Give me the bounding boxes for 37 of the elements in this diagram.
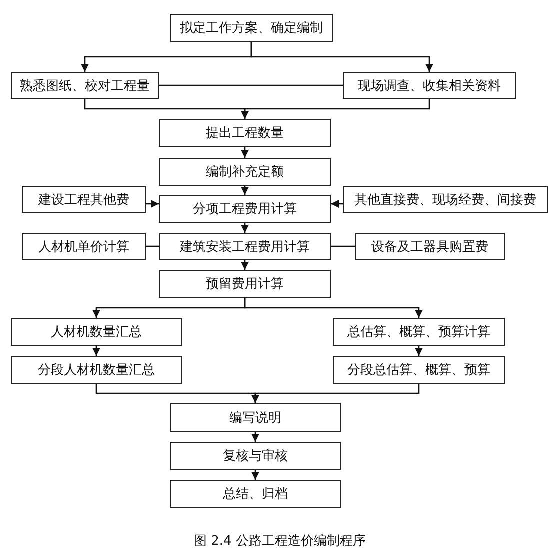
connector-line [159, 84, 343, 86]
arrow [92, 346, 100, 356]
process-box: 其他直接费、现场经费、间接费 [343, 186, 548, 213]
arrow [252, 384, 420, 403]
process-box: 熟悉图纸、校对工程量 [11, 72, 159, 99]
arrow [252, 470, 260, 480]
process-box: 总估算、概算、预算计算 [333, 318, 505, 346]
process-box: 预留费用计算 [159, 270, 331, 298]
arrow [241, 147, 249, 158]
figure-caption: 图 2.4 公路工程造价编制程序 [193, 533, 367, 550]
arrow [241, 186, 249, 195]
arrow [252, 432, 260, 442]
process-box: 分段总估算、概算、预算 [333, 356, 505, 384]
process-box: 建设工程其他费 [22, 186, 146, 213]
process-box: 编制补充定额 [159, 158, 331, 186]
process-box: 分项工程费用计算 [159, 195, 331, 223]
process-box: 提出工程数量 [159, 119, 331, 147]
process-box: 拟定工作方案、确定编制 [170, 14, 333, 42]
connector-line [331, 246, 355, 248]
arrow [244, 298, 423, 318]
process-box: 分段人材机数量汇总 [11, 356, 182, 384]
process-box: 建筑安装工程费用计算 [159, 233, 331, 260]
process-box: 设备及工器具购置费 [355, 233, 505, 260]
arrow [241, 99, 430, 119]
arrow [241, 223, 249, 233]
arrow [241, 260, 249, 270]
connector-line [146, 246, 159, 248]
process-box: 编写说明 [170, 403, 341, 432]
process-box: 人材机单价计算 [22, 233, 146, 260]
process-box: 复核与审核 [170, 442, 341, 470]
arrow [331, 200, 343, 208]
arrow [146, 200, 159, 208]
process-box: 总结、归档 [170, 480, 341, 508]
arrow [415, 346, 423, 356]
arrow [250, 42, 434, 72]
process-box: 现场调查、收集相关资料 [343, 72, 516, 99]
process-box: 人材机数量汇总 [11, 318, 182, 346]
